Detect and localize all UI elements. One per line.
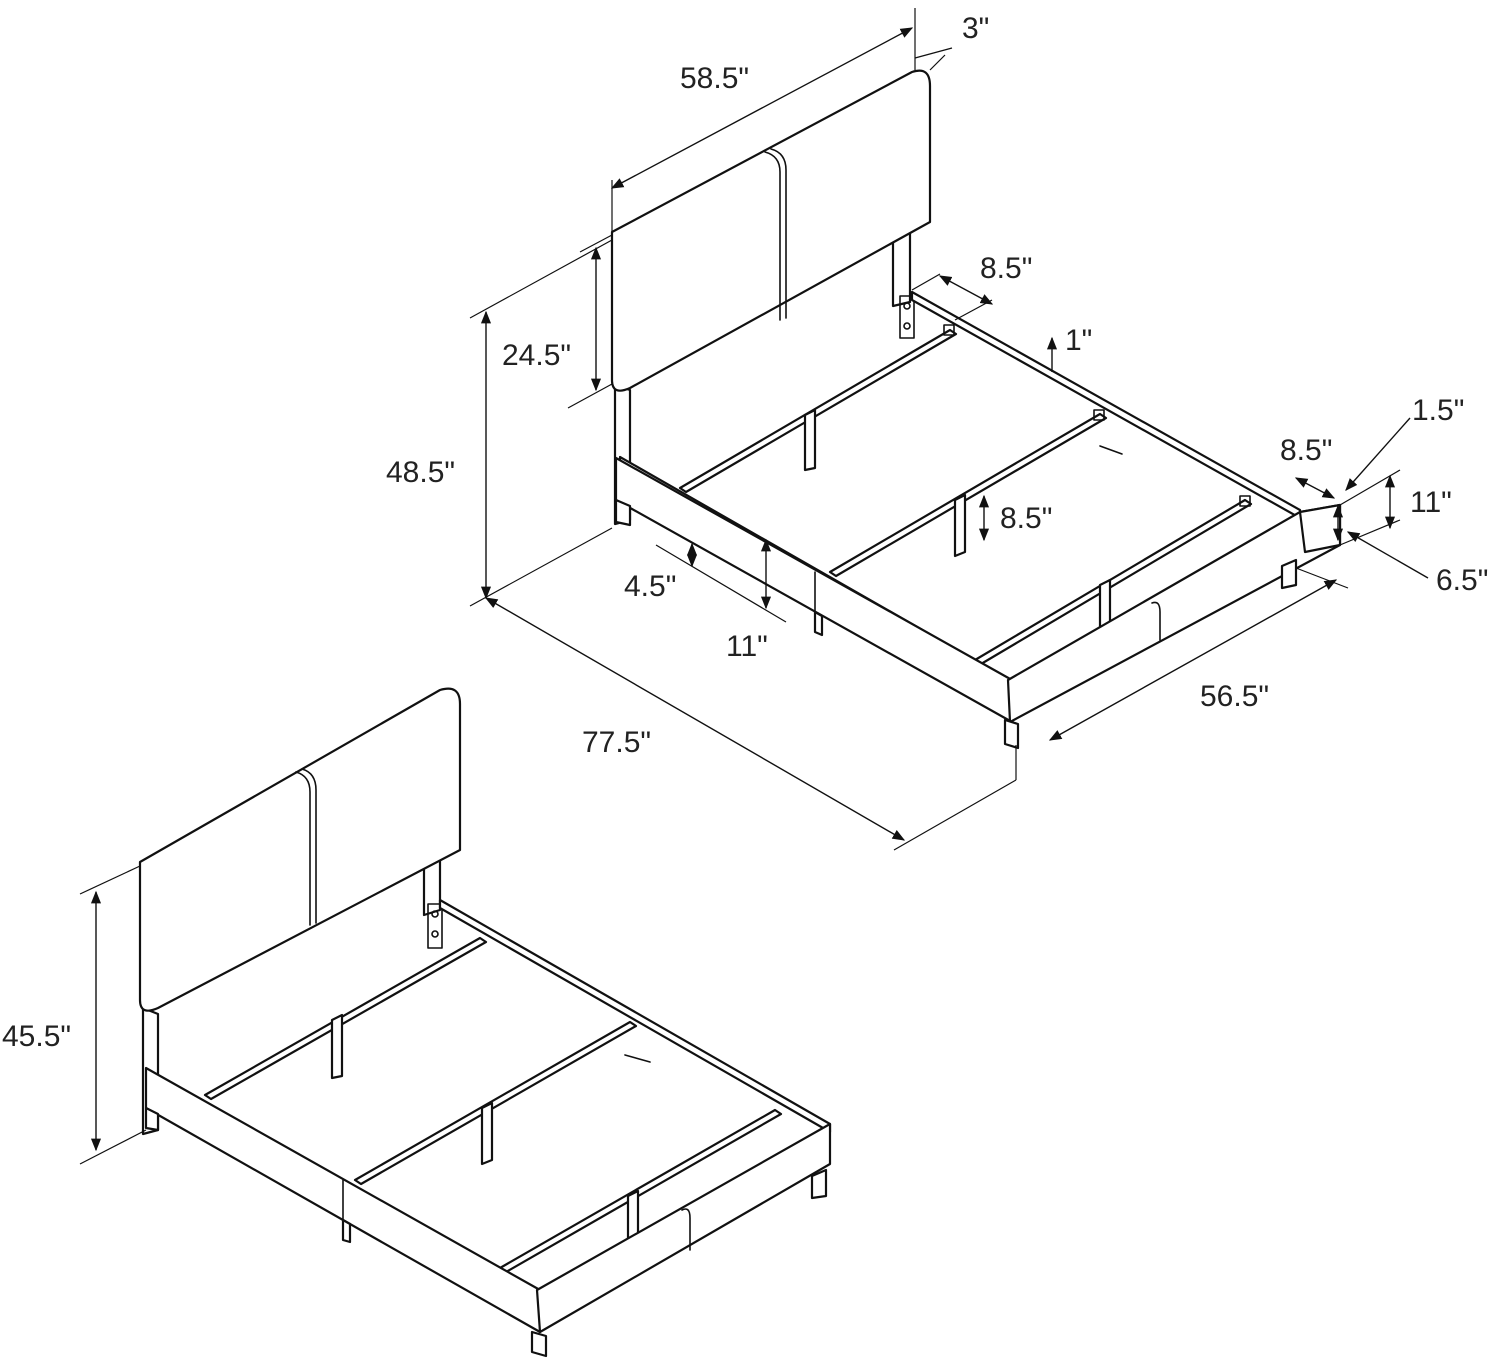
slat-1: [678, 328, 958, 494]
far-side-rail: [910, 290, 1302, 520]
label-overall-length: 77.5": [582, 726, 651, 759]
low-slat-2: [353, 1020, 638, 1186]
headboard-panel: [610, 69, 932, 392]
headboard-bracket: [899, 295, 915, 339]
low-footboard: [535, 1122, 832, 1334]
center-support-leg-2: [953, 493, 967, 558]
dim-line-top-gap: [938, 275, 994, 305]
dim-line-rail-gap: [1294, 477, 1336, 499]
label-center-support: 8.5": [1000, 502, 1052, 535]
label-side-rail-height: 11": [726, 630, 768, 663]
low-headboard-bracket: [427, 903, 443, 949]
headboard-right-post: [891, 230, 912, 308]
dim-line-inner-width: [1048, 579, 1338, 741]
dim-line-rail-thickness: [1345, 417, 1411, 491]
label-headboard-width: 58.5": [680, 62, 749, 95]
label-footboard-height: 11": [1410, 486, 1452, 519]
label-slat-lift: 1": [1065, 324, 1092, 357]
slat-2: [828, 412, 1108, 578]
leg-right: [1280, 558, 1298, 590]
label-leg-height-right: 6.5": [1436, 564, 1488, 597]
label-leg-gap: 4.5": [624, 570, 676, 603]
leg-front: [1003, 718, 1020, 750]
low-headboard-panel: [138, 687, 462, 1012]
label-top-gap: 8.5": [980, 252, 1032, 285]
dim-line-leg-height: [1346, 531, 1429, 579]
dim-line-headboard-width: [610, 27, 914, 189]
leg-back-left: [614, 498, 632, 527]
label-inner-width: 56.5": [1200, 680, 1269, 713]
label-rail-gap: 8.5": [1280, 434, 1332, 467]
bed-bottom-view: [79, 687, 832, 1358]
bed-top-view: [469, 8, 1429, 851]
center-support-leg-1: [803, 408, 817, 472]
label-rail-thickness: 1.5": [1412, 394, 1464, 427]
label-overall-height: 48.5": [386, 456, 455, 489]
label-panel-height: 24.5": [502, 339, 571, 372]
label-low-height: 45.5": [2, 1020, 71, 1053]
low-leg-front: [530, 1330, 548, 1358]
leg-middle: [813, 610, 824, 637]
low-slat-1: [203, 936, 488, 1101]
label-headboard-depth: 3": [962, 12, 989, 45]
dim-line-overall-length: [484, 597, 906, 841]
dim-line-headboard-depth: [914, 47, 953, 59]
